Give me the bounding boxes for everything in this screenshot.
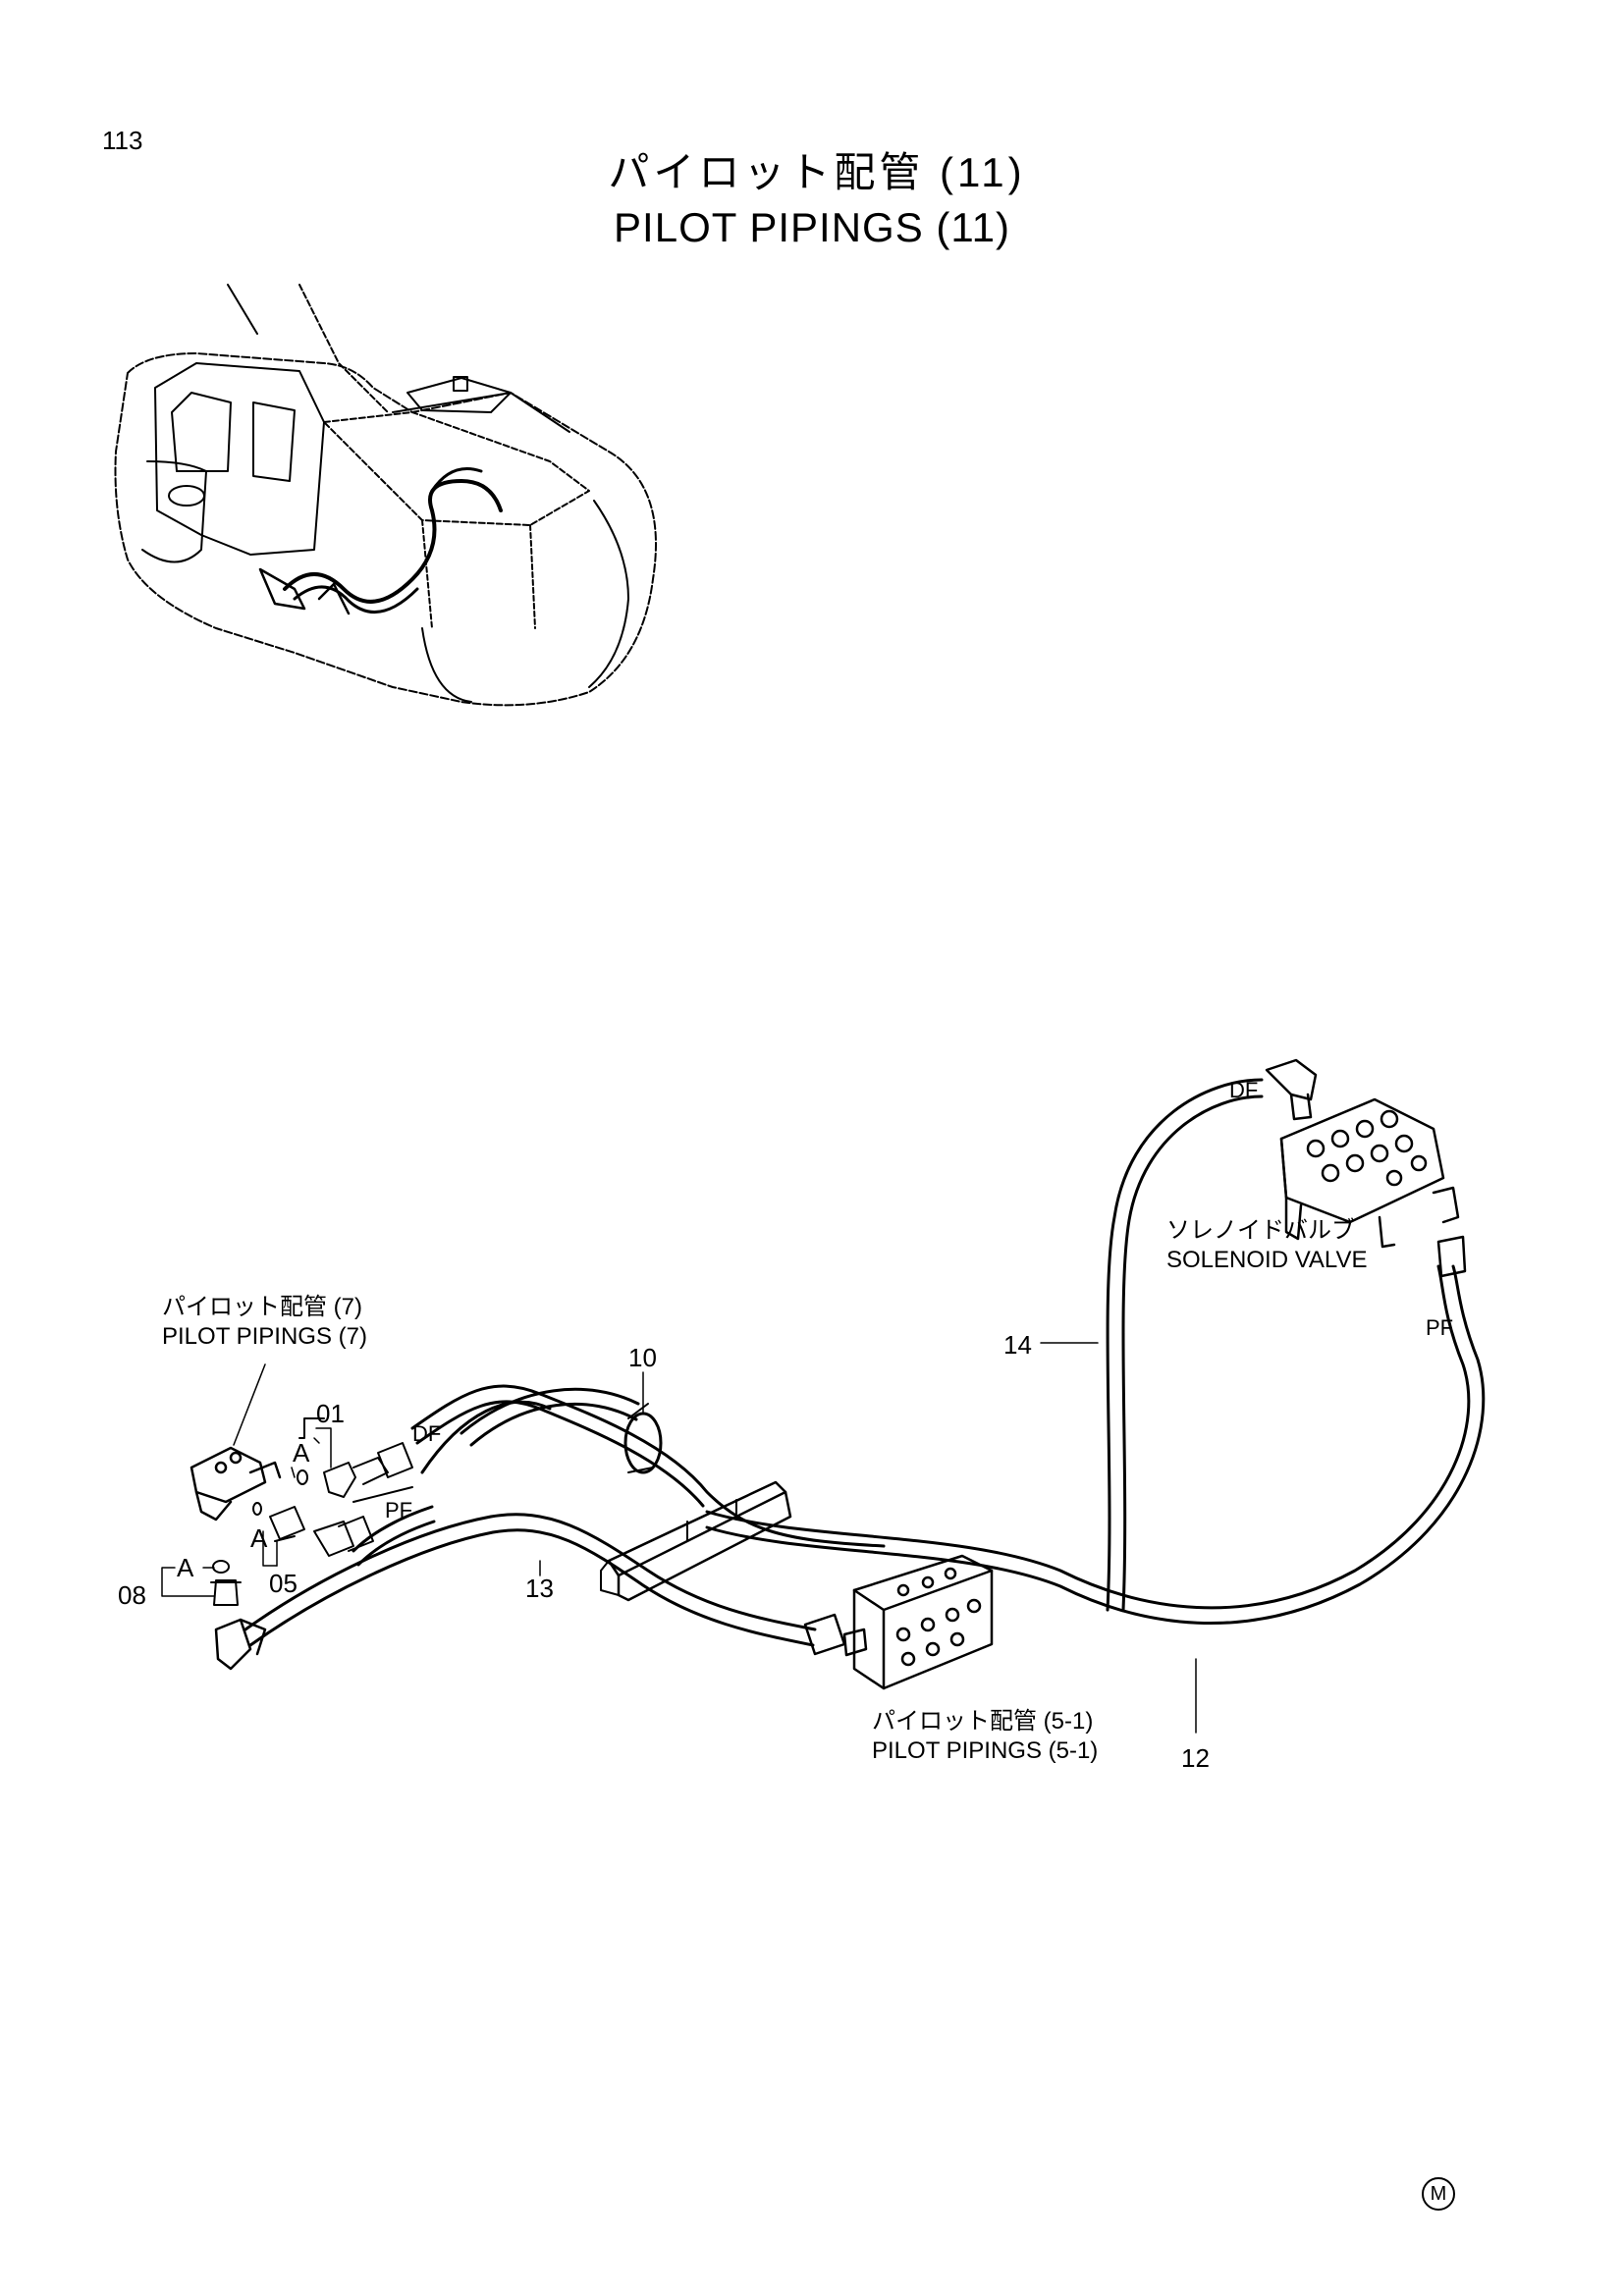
solenoid-valve-label-jp: ソレノイドバルブ (1166, 1217, 1355, 1244)
callout-08: 08 (118, 1580, 146, 1610)
marker-a-1: A (293, 1438, 310, 1468)
marker-df-right: DF (1229, 1078, 1259, 1102)
marker-pf-right: PF (1426, 1315, 1454, 1340)
callout-12: 12 (1181, 1743, 1210, 1773)
title-japanese: パイロット配管 (11) (608, 149, 1026, 195)
marker-a-2: A (250, 1523, 268, 1553)
pilot-pipings-7-label-en: PILOT PIPINGS (7) (162, 1323, 367, 1350)
pilot-pipings-5-1-label-en: PILOT PIPINGS (5-1) (872, 1737, 1099, 1764)
pilot-block-5-1 (803, 1554, 994, 1690)
marker-a-3: A (177, 1553, 194, 1582)
excavator-overview (114, 284, 657, 707)
pilot-pipings-5-1-label-jp: パイロット配管 (5-1) (872, 1708, 1094, 1735)
marker-df-left: DF (412, 1421, 442, 1446)
title-english: PILOT PIPINGS (11) (614, 204, 1010, 250)
callout-13: 13 (525, 1574, 554, 1603)
pilot-block-7 (189, 1363, 282, 1522)
page-number: 113 (102, 126, 143, 155)
callout-01: 01 (316, 1399, 345, 1428)
marker-pf-left: PF (385, 1498, 413, 1522)
pilot-pipings-7-label-jp: パイロット配管 (7) (162, 1294, 362, 1320)
solenoid-valve-label-en: SOLENOID VALVE (1166, 1247, 1368, 1273)
solenoid-valve (1265, 1058, 1467, 1278)
footer-m-mark: M (1422, 2177, 1455, 2211)
pipings-detail (161, 1058, 1486, 1734)
callout-05: 05 (269, 1569, 298, 1598)
callout-14: 14 (1003, 1330, 1032, 1360)
page-title: パイロット配管 (11) PILOT PIPINGS (11) (0, 145, 1624, 255)
callout-10: 10 (628, 1343, 657, 1372)
